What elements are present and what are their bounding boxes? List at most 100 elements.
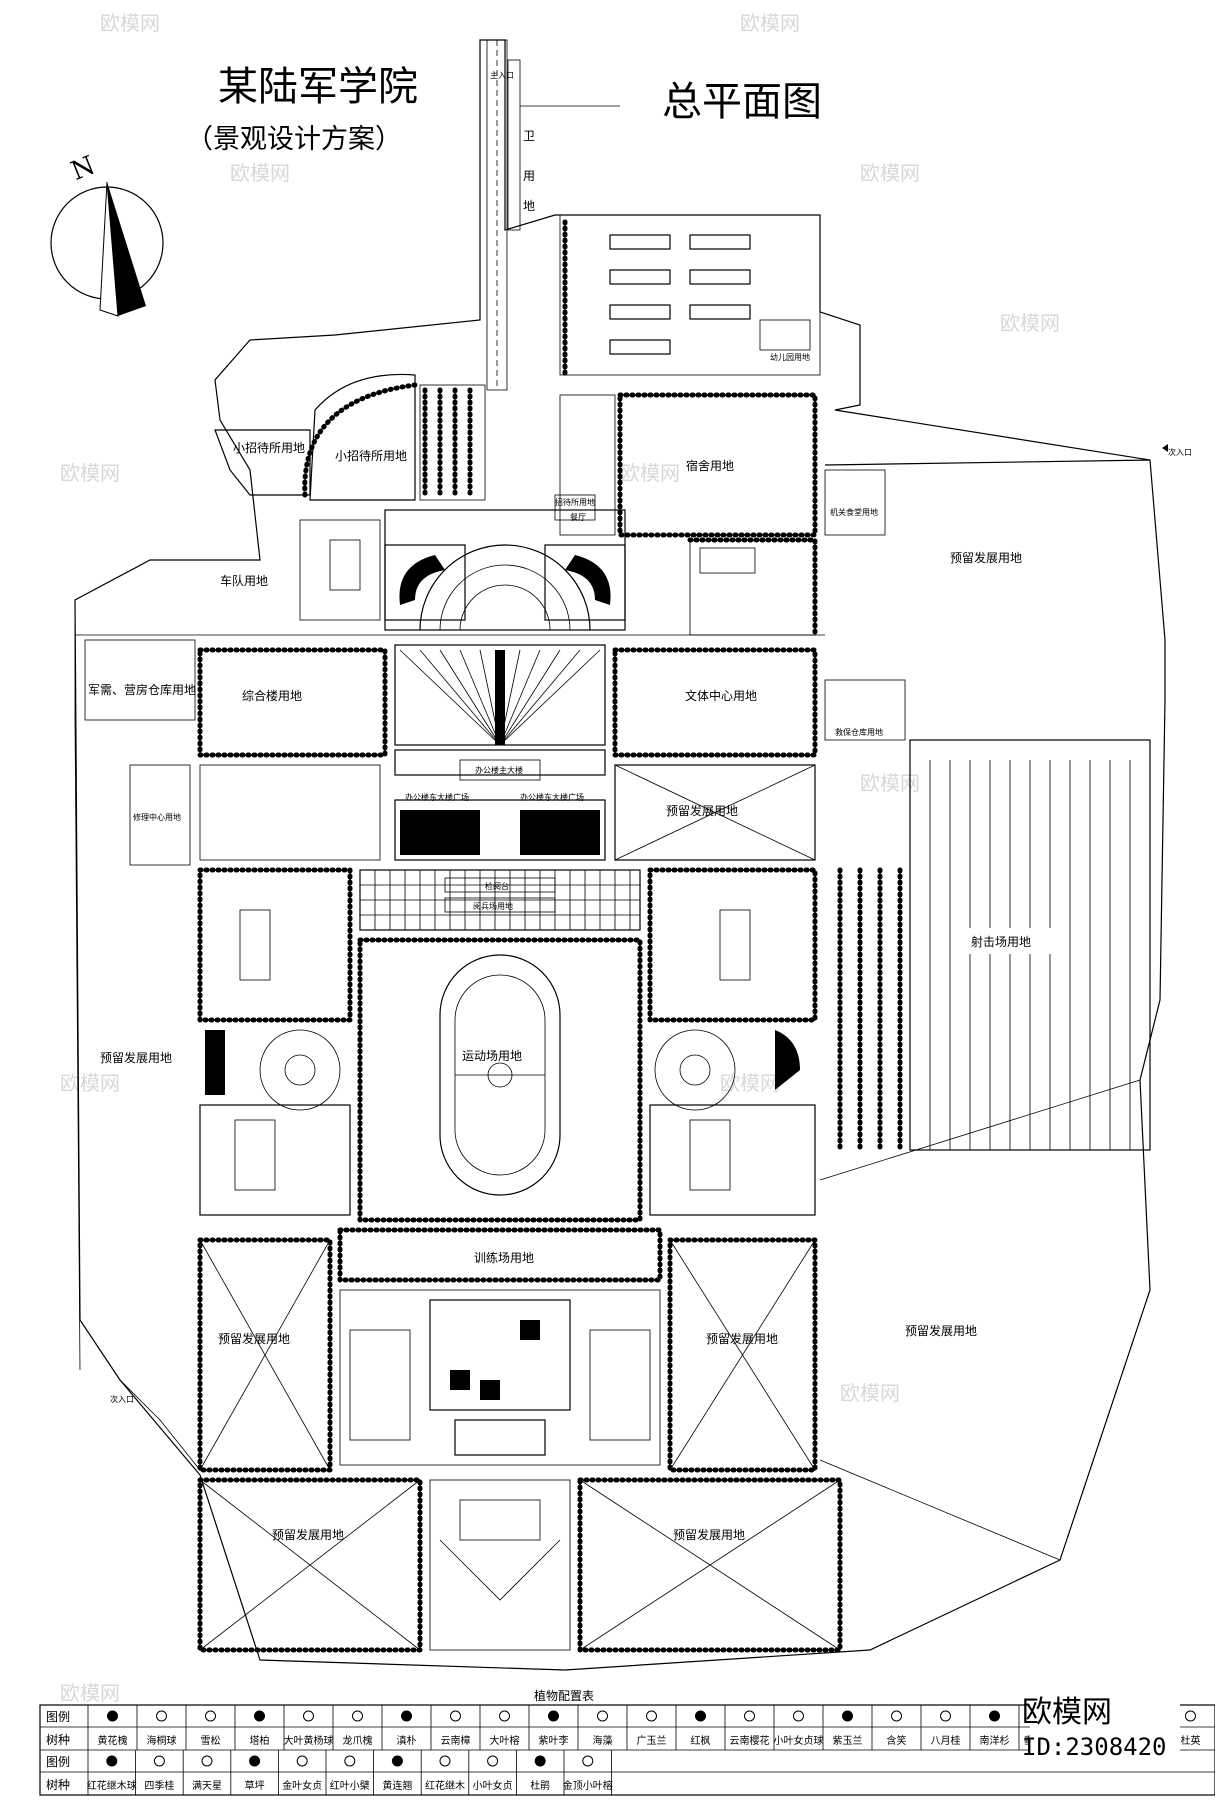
reserve-mid-zone: 预留发展用地	[614, 764, 816, 861]
guard-label-3: 地	[523, 199, 535, 213]
plant-species-name: 含笑	[887, 1734, 907, 1747]
plant-symbol-icon	[487, 1755, 499, 1767]
watermark-text: 欧模网	[230, 161, 290, 185]
legend-row1-head: 图例	[46, 1710, 70, 1724]
plant-species-name: 紫玉兰	[833, 1734, 863, 1747]
plant-species-name: 草坪	[245, 1779, 265, 1792]
guard-label-2: 用	[523, 169, 535, 183]
brand-stamp: 欧模网 ID:2308420	[1022, 1690, 1180, 1761]
plant-species-name: 金顶小叶榕	[563, 1779, 613, 1792]
plant-symbol-icon	[597, 1710, 608, 1722]
title-block: 某陆军学院 （景观设计方案） 总平面图	[186, 64, 822, 155]
legend-row3-head: 图例	[46, 1755, 70, 1769]
west-teaching-block: 预留发展用地	[100, 867, 353, 1216]
plant-species-name: 黄花槐	[98, 1734, 128, 1747]
watermark-text: 欧模网	[1000, 311, 1060, 335]
reserve-w-label: 预留发展用地	[100, 1050, 172, 1065]
kindergarten-label: 幼儿园用地	[770, 352, 810, 362]
plant-symbol-icon	[439, 1755, 451, 1767]
plant-species-name: 满天星	[192, 1780, 222, 1792]
reserve-ne-label: 预留发展用地	[950, 550, 1022, 565]
review-stand-label: 检阅台	[485, 881, 509, 891]
plant-species-name: 广玉兰	[637, 1734, 667, 1747]
office-plaza-right-label: 办公楼东大楼广场	[520, 792, 584, 802]
complex-label: 综合楼用地	[242, 688, 302, 703]
plant-species-name: 紫叶李	[539, 1734, 569, 1747]
plant-symbol-icon	[156, 1710, 167, 1722]
plant-species-name: 塔柏	[250, 1734, 270, 1747]
plant-symbol-icon	[534, 1755, 546, 1767]
reserve-se2-label: 预留发展用地	[673, 1527, 745, 1542]
complex-zone: 综合楼用地 军需、营房仓库用地	[84, 639, 388, 758]
main-road: 主入口 卫 用 地	[486, 39, 620, 391]
plant-symbol-icon	[254, 1710, 265, 1722]
plant-species-name: 八月桂	[931, 1734, 961, 1747]
watermark-text: 欧模网	[840, 1381, 900, 1405]
watermark-text: 欧模网	[740, 11, 800, 35]
plant-symbol-icon	[391, 1755, 403, 1767]
small-guest-house-zone: 小招待所用地 小招待所用地	[214, 373, 486, 501]
reserve-sw2-label: 预留发展用地	[272, 1527, 344, 1542]
warehouse-w-label: 军需、营房仓库用地	[88, 682, 196, 697]
plant-species-name: 红花继木	[425, 1779, 465, 1792]
parade-label: 阅兵场用地	[473, 901, 513, 911]
plant-species-name: 金叶女贞	[282, 1779, 322, 1792]
office-plazas: 办公楼东大楼广场 办公楼东大楼广场 修理中心用地	[129, 764, 606, 866]
plant-symbol-icon	[548, 1710, 559, 1722]
background-watermarks: 欧模网 欧模网 欧模网 欧模网 欧模网 欧模网 欧模网 欧模网 欧模网 欧模网 …	[60, 11, 1060, 1705]
compass-needle-outline-icon	[99, 181, 119, 317]
plant-species-name: 小叶女贞球	[774, 1734, 824, 1747]
office-main-label: 办公楼主大楼	[475, 765, 523, 775]
office-plaza-left-label: 办公楼东大楼广场	[405, 792, 469, 802]
plant-symbol-icon	[344, 1755, 356, 1767]
legend-row4-head: 树种	[46, 1777, 70, 1792]
fan-plaza: 办公楼主大楼	[394, 644, 606, 781]
plant-symbol-icon	[201, 1755, 213, 1767]
sports-label: 运动场用地	[462, 1049, 522, 1063]
shooting-range: 射击场用地	[837, 739, 1151, 1153]
plant-symbol-icon	[153, 1755, 165, 1767]
reserve-e-label: 预留发展用地	[905, 1323, 977, 1338]
watermark-text: 欧模网	[60, 1681, 120, 1705]
watermark-text: 欧模网	[720, 1071, 780, 1095]
south-gardens	[339, 1289, 661, 1466]
reserve-sw1-label: 预留发展用地	[218, 1331, 290, 1346]
reserve-band-2: 预留发展用地 预留发展用地 次入口	[110, 1394, 843, 1653]
plant-symbol-icon	[842, 1710, 853, 1722]
plant-symbol-icon	[401, 1710, 412, 1722]
reserve-ne-zone: 预留发展用地 次入口	[824, 444, 1192, 565]
plant-species-name: 大叶黄杨球	[284, 1734, 334, 1747]
north-arrow: N	[50, 151, 164, 317]
secondary-entrance-e-label: 次入口	[1168, 447, 1192, 457]
entrance-arrow-icon	[1162, 444, 1168, 452]
plant-species-name: 海藻	[593, 1734, 613, 1747]
dormitory-label: 宿舍用地	[686, 458, 734, 473]
compass-needle-icon	[107, 182, 146, 316]
housing-blocks: 幼儿园用地	[559, 214, 821, 378]
secondary-entrance-w-label: 次入口	[110, 1394, 134, 1404]
shooting-label: 射击场用地	[971, 934, 1031, 949]
training-label: 训练场用地	[474, 1250, 534, 1265]
plan-subtitle: （景观设计方案）	[186, 124, 402, 155]
watermark-text: 欧模网	[620, 461, 680, 485]
canteen-label: 餐厅	[570, 513, 586, 522]
plant-species-name: 杜鹃	[530, 1779, 550, 1792]
training-zone: 训练场用地	[337, 1227, 663, 1283]
central-axis	[384, 509, 626, 631]
plant-symbol-icon	[582, 1755, 594, 1767]
vehicle-zone: 车队用地	[220, 519, 381, 621]
plan-title: 某陆军学院	[218, 64, 418, 110]
repair-label: 修理中心用地	[133, 812, 181, 822]
watermark-text: 欧模网	[60, 461, 120, 485]
parade-sports-zone: 检阅台 阅兵场用地 运动场用地	[357, 869, 643, 1223]
watermark-text: 欧模网	[100, 11, 160, 35]
rescue-store-label: 救保仓库用地	[835, 727, 883, 737]
guard-label-1: 卫	[523, 129, 535, 143]
legend-row2-head: 树种	[46, 1732, 70, 1747]
legend-species-row-2: 红花继木球四季桂满天星草坪金叶女贞红叶小檗黄连翘红花继木小叶女贞杜鹃金顶小叶榕	[87, 1750, 613, 1795]
plant-symbol-icon	[303, 1710, 314, 1722]
plant-symbol-icon	[106, 1755, 118, 1767]
main-entrance-label: 主入口	[490, 70, 514, 80]
org-canteen-label: 机关食堂用地	[830, 507, 878, 517]
plant-species-name: 红叶小檗	[330, 1779, 370, 1792]
